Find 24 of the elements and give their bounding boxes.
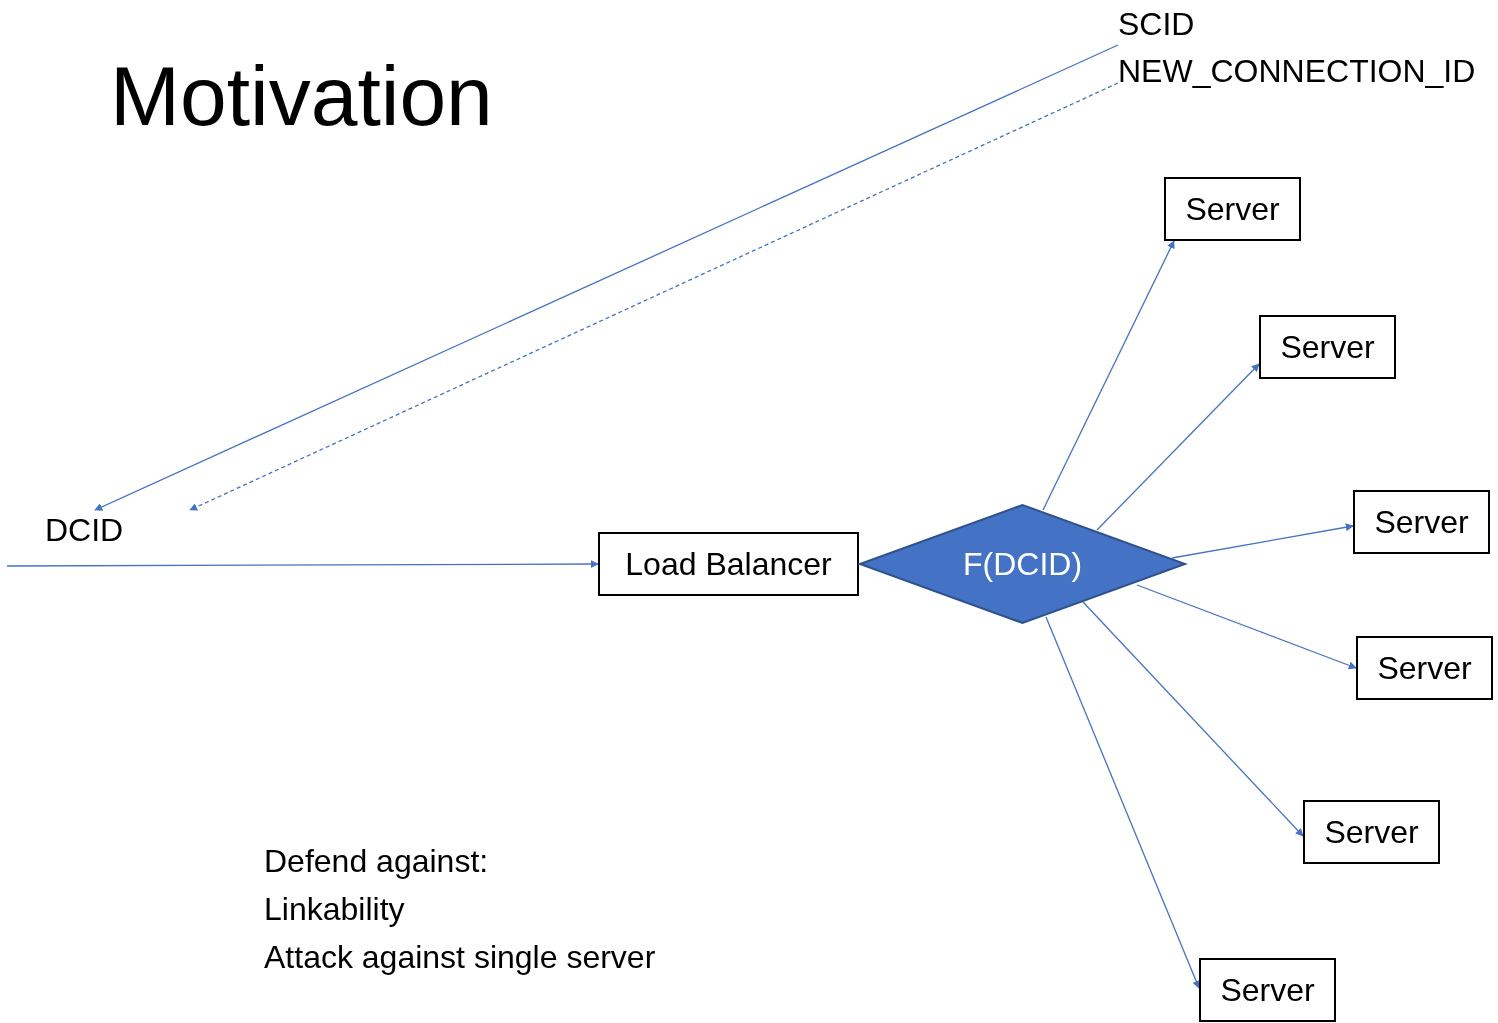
arrow (1045, 616, 1200, 989)
id-label: NEW_CONNECTION_ID (1118, 53, 1494, 89)
arrow (1082, 601, 1304, 837)
arrow (6, 560, 599, 568)
diamond-label: F(DCID) (962, 545, 1083, 583)
balancer-box: Load Balancer (598, 532, 859, 596)
note-text: Attack against single server (264, 938, 656, 977)
arrow (1136, 584, 1357, 670)
server-box: Server (1164, 177, 1301, 241)
server-box: Server (1259, 315, 1396, 379)
note-text: Linkability (264, 890, 405, 929)
arrow (1096, 363, 1260, 531)
server-box: Server (1353, 490, 1490, 554)
slide-title: Motivation (110, 48, 493, 145)
note-text: Defend against: (264, 842, 489, 881)
arrow (189, 82, 1119, 511)
arrow (1171, 523, 1354, 559)
server-box: Server (1303, 800, 1440, 864)
id-label: SCID (1118, 6, 1198, 42)
server-box: Server (1356, 636, 1493, 700)
arrow (94, 44, 1119, 511)
id-label: DCID (45, 512, 205, 548)
server-box: Server (1199, 958, 1336, 1022)
arrow (1042, 240, 1175, 511)
